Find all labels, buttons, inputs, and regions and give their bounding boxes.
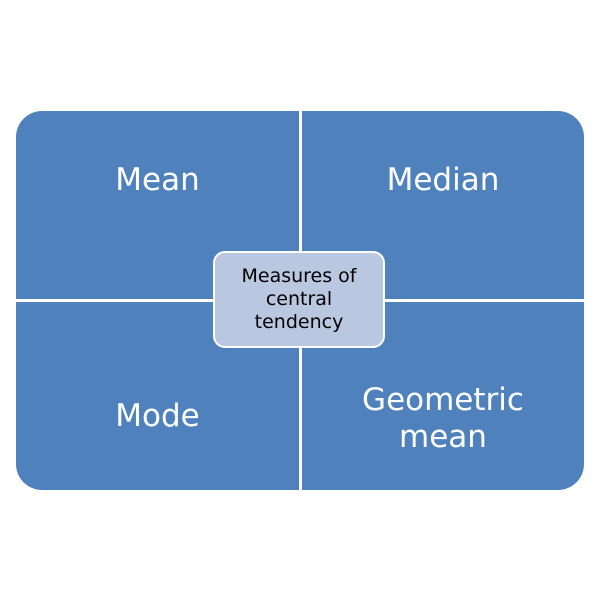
- quadrant-label-median: Median: [386, 162, 500, 198]
- quadrant-label-geometric-mean: Geometric mean: [362, 381, 524, 455]
- quadrant-label-mode: Mode: [115, 397, 200, 434]
- quadrant-label-mean: Mean: [115, 162, 200, 198]
- concept-matrix: Mean Median Mode Geometric mean: [16, 111, 584, 490]
- center-concept-label: Measures of central tendency: [241, 265, 357, 333]
- center-concept-box: Measures of central tendency: [213, 251, 385, 348]
- quadrant-mode: Mode: [16, 302, 299, 490]
